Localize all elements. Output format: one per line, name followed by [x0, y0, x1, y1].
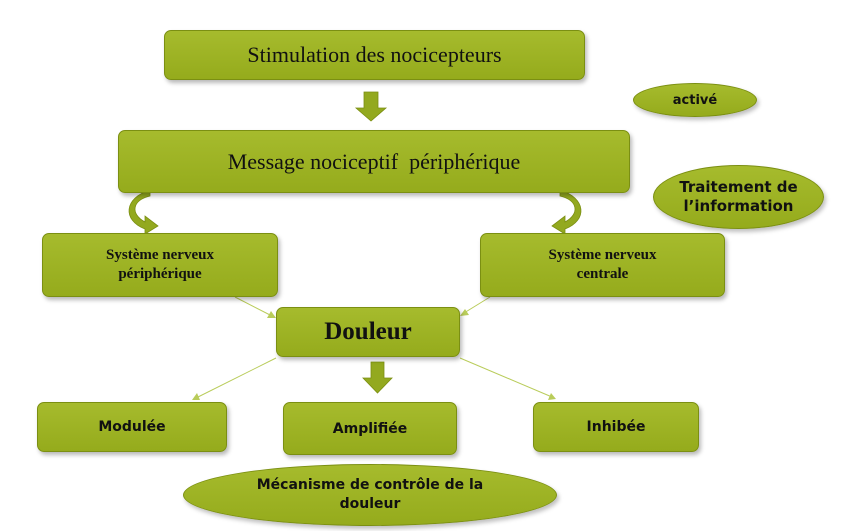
- node-snp-line2: périphérique: [118, 266, 202, 282]
- line-douleur-to-inhibee: [459, 357, 553, 398]
- node-stimulation-label: Stimulation des nocicepteurs: [247, 42, 502, 67]
- annotation-active-label: activé: [672, 92, 718, 108]
- line-snc-to-douleur: [463, 296, 491, 314]
- arrowhead-douleur-to-modulee: [192, 393, 200, 400]
- arrow-douleur-to-amplifiee: [362, 361, 393, 394]
- node-inhibee-label: Inhibée: [586, 419, 646, 435]
- node-modulee: Modulée: [37, 402, 227, 452]
- node-message-label: Message nociceptif périphérique: [227, 148, 521, 174]
- annotation-mecanisme-line2: douleur: [339, 496, 401, 512]
- node-snp-line1: Système nerveux: [106, 246, 214, 263]
- arrowhead-douleur-to-inhibee: [548, 393, 556, 400]
- node-douleur: Douleur: [276, 307, 460, 357]
- node-snc-line1: Système nerveux: [548, 246, 657, 263]
- node-inhibee: Inhibée: [533, 402, 699, 452]
- node-modulee-label: Modulée: [98, 419, 166, 435]
- annotation-traitement-line2: l’information: [683, 197, 794, 215]
- node-amplifiee-label: Amplifiée: [332, 420, 408, 437]
- annotation-active: activé: [633, 83, 757, 117]
- arrow-stim-to-message: [354, 91, 388, 122]
- node-message: Message nociceptif périphérique: [118, 130, 630, 193]
- annotation-mecanisme: Mécanisme de contrôle de la douleur: [183, 464, 557, 526]
- annotation-traitement-line1: Traitement de: [679, 177, 798, 196]
- arrowhead-snp-to-douleur: [267, 311, 276, 318]
- arrowhead-snc-to-douleur: [460, 309, 469, 316]
- node-systeme-nerveux-peripherique: Système nerveux périphérique: [42, 233, 278, 297]
- curved-arrow-right: [551, 189, 582, 235]
- annotation-mecanisme-line1: Mécanisme de contrôle de la: [256, 477, 484, 494]
- line-douleur-to-modulee: [195, 357, 277, 399]
- node-amplifiee: Amplifiée: [283, 402, 457, 455]
- line-snp-to-douleur: [234, 296, 273, 317]
- node-douleur-label: Douleur: [324, 318, 412, 345]
- node-systeme-nerveux-centrale: Système nerveux centrale: [480, 233, 725, 297]
- curved-arrow-left: [128, 189, 159, 235]
- node-stimulation: Stimulation des nocicepteurs: [164, 30, 585, 80]
- annotation-traitement: Traitement de l’information: [653, 165, 824, 229]
- node-snc-line2: centrale: [576, 266, 629, 282]
